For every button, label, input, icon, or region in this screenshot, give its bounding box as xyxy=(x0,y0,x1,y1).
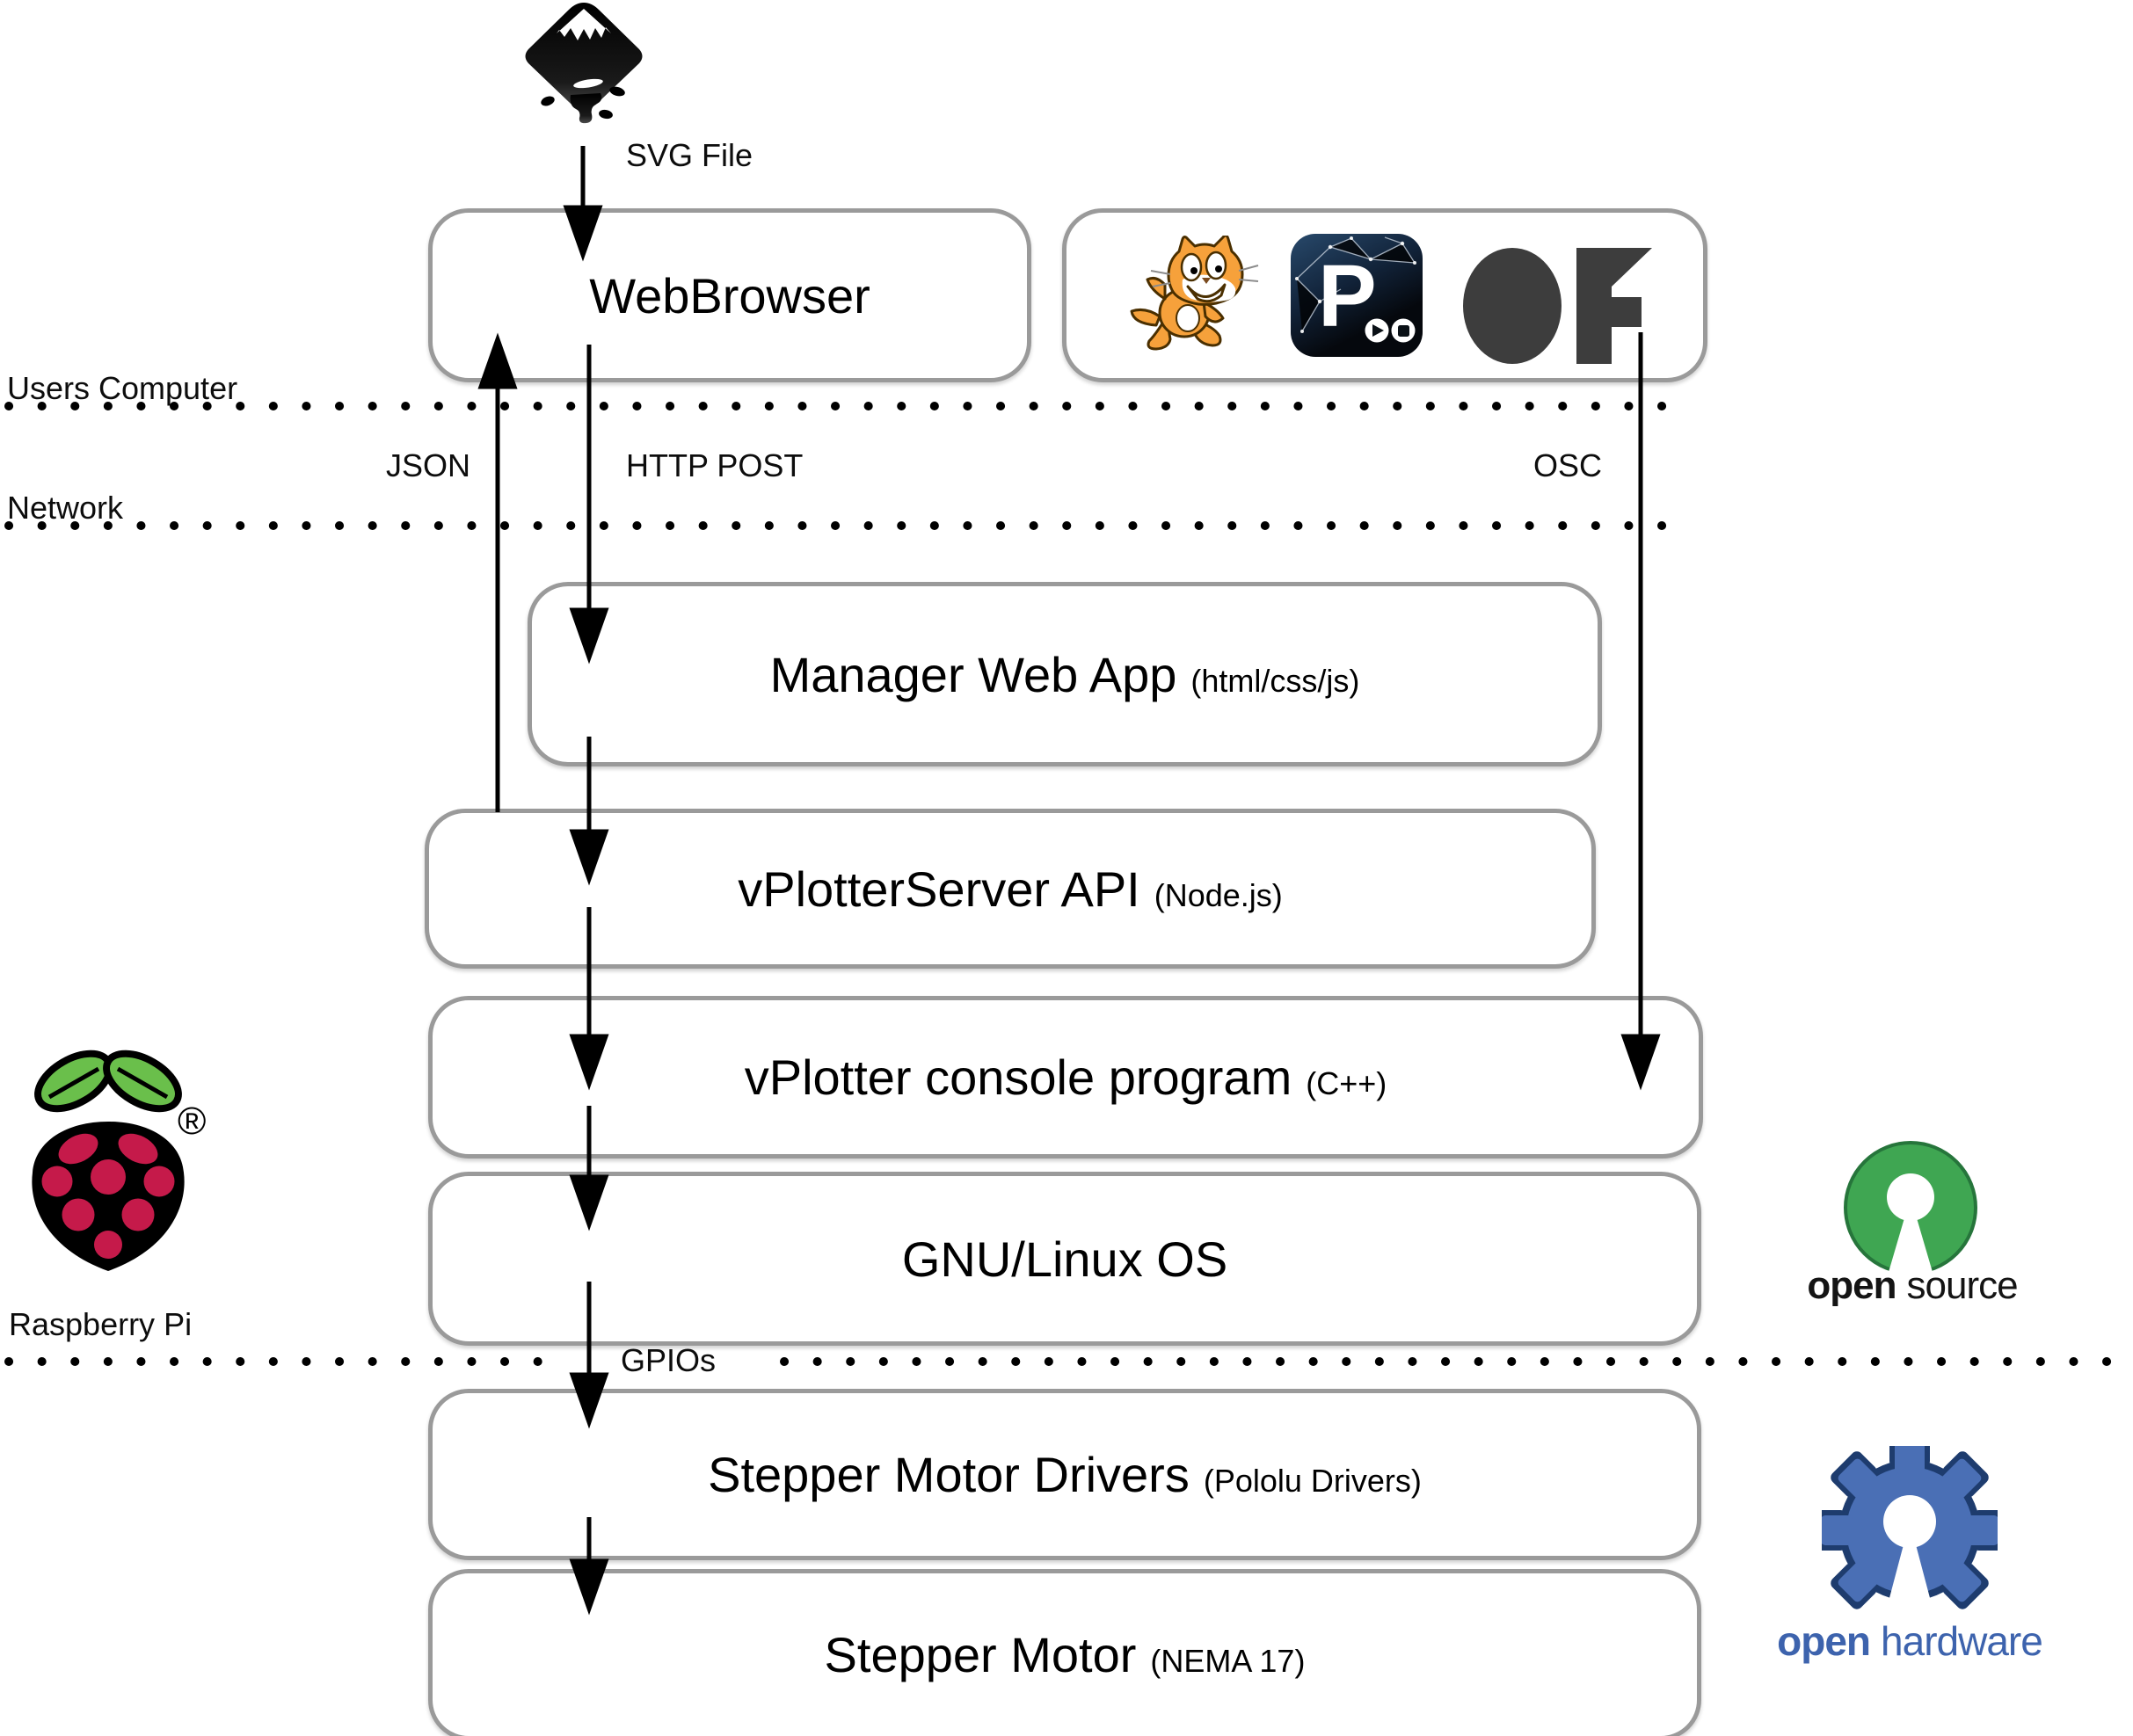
open-hardware-word-open: open xyxy=(1777,1618,1871,1664)
open-source-word-open: open xyxy=(1807,1264,1896,1307)
svg-file-label: SVG File xyxy=(626,137,753,173)
node-stepper-motor: Stepper Motor (NEMA 17) xyxy=(428,1569,1701,1736)
node-web-browser: WebBrowser xyxy=(428,208,1031,382)
arrow-osc-to-console xyxy=(1620,332,1661,1091)
open-hardware-word-hardware: hardware xyxy=(1881,1618,2043,1664)
node-vplotter-console: vPlotter console program (C++) xyxy=(428,996,1703,1159)
open-hardware-logo-icon xyxy=(1822,1446,1998,1611)
node-label: vPlotter console program xyxy=(744,1050,1292,1105)
node-label: Stepper Motor Drivers xyxy=(708,1447,1190,1502)
open-source-logo-icon xyxy=(1844,1141,1977,1278)
region-label-users-computer: Users Computer xyxy=(7,370,238,406)
gpios-label: GPIOs xyxy=(621,1342,717,1378)
node-tech-label: (Node.js) xyxy=(1154,876,1283,913)
arrow-json-to-webbrowser xyxy=(477,332,518,812)
node-tech-label: (C++) xyxy=(1306,1065,1387,1101)
node-label: Manager Web App xyxy=(769,646,1177,702)
node-stepper-motor-drivers: Stepper Motor Drivers (Pololu Drivers) xyxy=(428,1389,1701,1560)
node-label: GNU/Linux OS xyxy=(901,1231,1228,1287)
node-tech-label: (NEMA 17) xyxy=(1150,1643,1306,1679)
processing-icon: P xyxy=(1291,234,1423,357)
node-tech-label: (Pololu Drivers) xyxy=(1203,1463,1422,1499)
inkscape-logo-icon xyxy=(525,3,643,124)
osc-label: OSC xyxy=(1533,447,1603,483)
node-manager-web-app: Manager Web App (html/css/js) xyxy=(528,582,1602,766)
scratch-cat-icon xyxy=(1130,236,1259,351)
node-label: WebBrowser xyxy=(589,267,870,323)
json-label: JSON xyxy=(385,447,470,483)
node-vplotter-server-api: vPlotterServer API (Node.js) xyxy=(425,809,1596,969)
node-gnu-linux-os: GNU/Linux OS xyxy=(428,1172,1701,1346)
node-label: Stepper Motor xyxy=(824,1627,1137,1682)
region-label-raspberry-pi: Raspberry Pi xyxy=(9,1306,193,1342)
openframeworks-icon xyxy=(1463,248,1652,364)
creative-tools-box: P xyxy=(1062,208,1707,382)
node-tech-label: (html/css/js) xyxy=(1190,662,1360,699)
region-label-network: Network xyxy=(7,490,124,526)
open-source-word-source: source xyxy=(1906,1264,2019,1307)
raspberry-pi-logo-icon: ® xyxy=(32,1050,206,1271)
registered-mark: ® xyxy=(178,1100,206,1143)
node-label: vPlotterServer API xyxy=(738,861,1140,917)
http-post-label: HTTP POST xyxy=(626,447,804,483)
